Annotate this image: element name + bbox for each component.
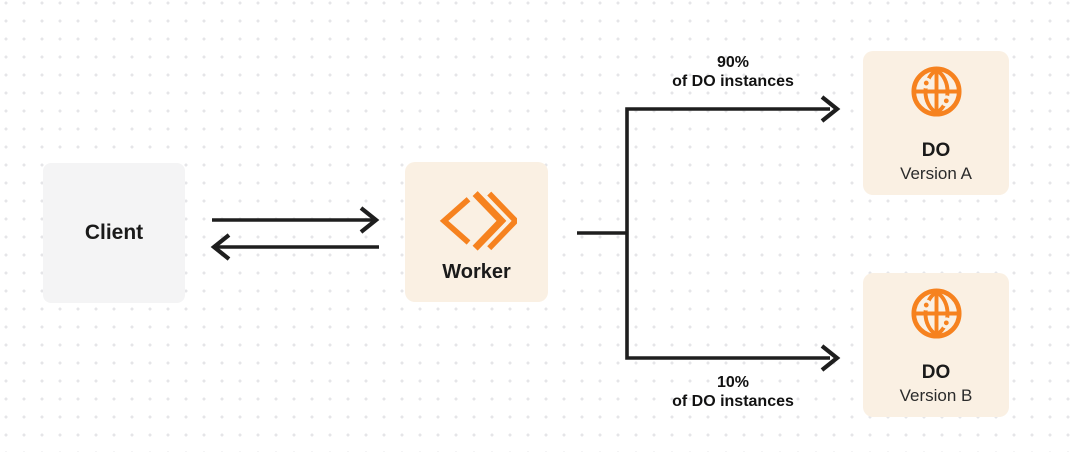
branch-90-caption: of DO instances [672,73,794,90]
worker-node: Worker [405,162,548,302]
branch-fork-line [625,107,830,360]
arrow-client-to-worker-head [359,206,380,234]
branch-90-label: 90% of DO instances [627,53,839,91]
do-a-title: DO [921,140,951,161]
do-version-b-node: DO Version B [863,273,1009,417]
do-b-subtitle: Version B [899,385,973,405]
branch-90-percent: 90% [716,54,750,71]
do-a-subtitle: Version A [900,163,972,183]
arrow-worker-to-client-head [210,233,231,261]
branch-10-percent: 10% [716,374,750,391]
durable-object-globe-icon [910,66,962,117]
arrow-to-do-b-head [820,344,841,372]
arrow-to-do-a-head [820,95,841,123]
branch-10-label: 10% of DO instances [627,373,839,411]
do-b-title: DO [921,362,951,383]
client-node: Client [43,163,185,303]
worker-label: Worker [442,260,511,283]
cloudflare-workers-logo-icon [439,190,517,251]
branch-10-caption: of DO instances [672,393,794,410]
durable-object-globe-icon [910,288,962,339]
client-label: Client [84,221,144,244]
do-version-a-node: DO Version A [863,51,1009,195]
